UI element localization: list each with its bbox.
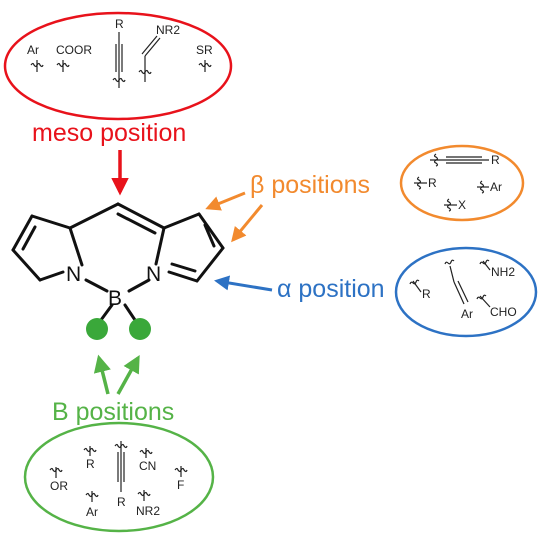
meso-substituents: Ar COOR R NR2 SR — [27, 17, 213, 88]
alpha-sub-r: R — [422, 287, 431, 301]
boron-sub-r-upper: R — [86, 457, 95, 471]
boron-sub-alkyne-r: R — [117, 495, 126, 509]
boron-atom: B — [108, 287, 122, 310]
meso-sub-nr2: NR2 — [156, 23, 180, 37]
alpha-substituents: R Ar NH2 CHO — [409, 259, 517, 321]
meso-substituent-ellipse — [3, 11, 233, 121]
boron-positions-label: B positions — [52, 398, 174, 426]
n-right-atom: N — [146, 263, 161, 286]
beta-arrow-lower — [231, 204, 264, 243]
boron-substituent-dot-left — [86, 318, 108, 340]
alpha-substituent-ellipse — [394, 246, 538, 338]
beta-sub-x: X — [458, 198, 466, 212]
beta-substituent-ellipse — [399, 144, 525, 222]
boron-substituent-dot-right — [129, 318, 151, 340]
boron-substituent-ellipse — [23, 421, 215, 533]
beta-substituents: R R Ar X — [414, 153, 502, 212]
beta-arrow-upper — [205, 191, 246, 211]
boron-sub-nr2: NR2 — [136, 504, 160, 518]
meso-sub-coor: COOR — [56, 43, 92, 57]
boron-sub-f: F — [177, 478, 184, 492]
alpha-arrow — [214, 275, 273, 292]
bodipy-core-structure: N N B — [11, 202, 225, 322]
boron-sub-or: OR — [50, 479, 68, 493]
beta-positions-label: β positions — [250, 171, 370, 199]
boron-substituents: OR R R CN F Ar NR2 — [49, 441, 188, 519]
meso-sub-alkyne-r: R — [115, 17, 124, 31]
boron-arrow-left — [93, 354, 111, 395]
boron-arrow-right — [116, 354, 140, 395]
alpha-sub-ar: Ar — [461, 307, 473, 321]
boron-sub-cn: CN — [139, 459, 156, 473]
beta-sub-ar: Ar — [490, 180, 502, 194]
alpha-sub-nh2: NH2 — [491, 265, 515, 279]
n-left-atom: N — [66, 263, 81, 286]
beta-sub-r: R — [428, 176, 437, 190]
meso-position-label: meso position — [32, 119, 186, 147]
boron-sub-ar: Ar — [86, 505, 98, 519]
alpha-sub-cho: CHO — [490, 305, 517, 319]
meso-sub-sr: SR — [196, 43, 213, 57]
meso-sub-ar: Ar — [27, 43, 39, 57]
beta-sub-alkyne-r: R — [491, 153, 500, 167]
alpha-position-label: α position — [277, 275, 385, 303]
